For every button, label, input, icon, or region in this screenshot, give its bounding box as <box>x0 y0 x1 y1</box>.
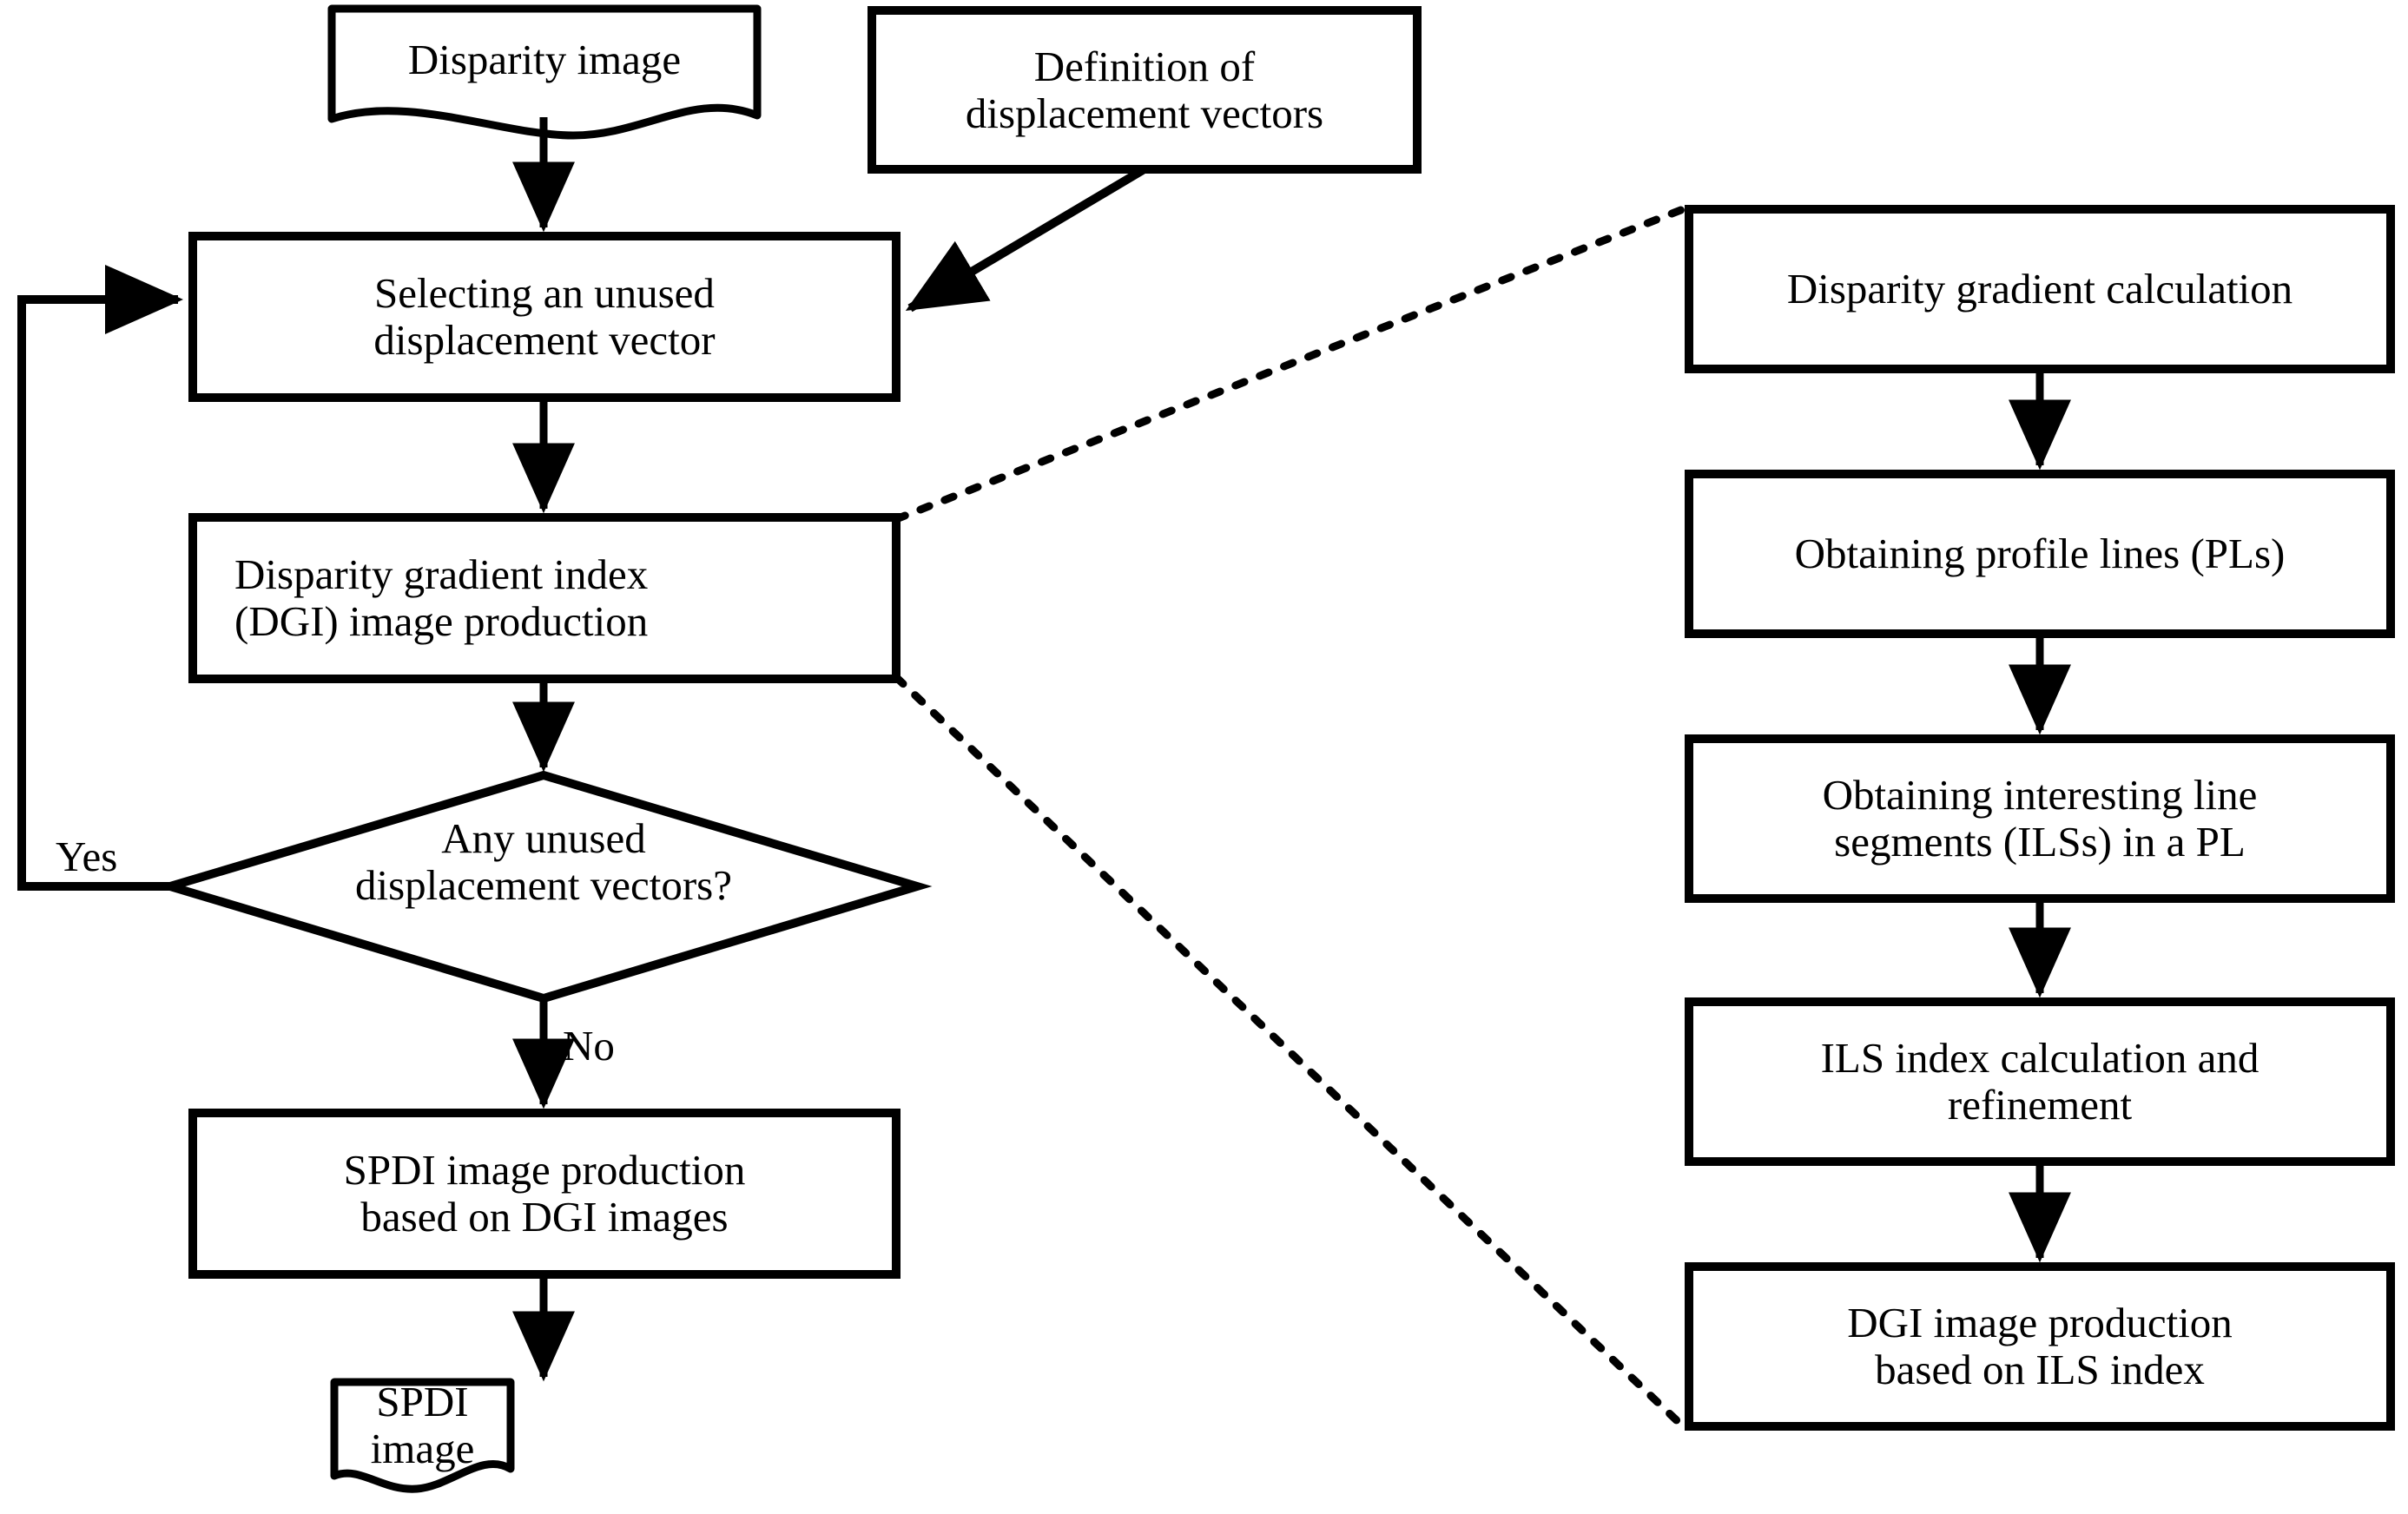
shape-ils-index-calculation-refinement[interactable] <box>1685 997 2395 1166</box>
label-any-unused-displacement-vectors: Any unused displacement vectors? <box>354 814 732 909</box>
shape-selecting-unused-displacement-vector[interactable] <box>188 232 901 402</box>
label-disparity-gradient-calculation: Disparity gradient calculation <box>1786 265 2293 313</box>
label-obtaining-interesting-line-segments: Obtaining interesting line segments (ILS… <box>1822 771 2258 866</box>
label-obtaining-profile-lines: Obtaining profile lines (PLs) <box>1794 530 2286 578</box>
yes-label: Yes <box>56 833 118 880</box>
shape-any-unused-displacement-vectors[interactable] <box>155 770 933 1004</box>
label-definition-displacement-vectors: Definition of displacement vectors <box>965 42 1324 137</box>
shape-spdi-image-production[interactable] <box>188 1109 901 1279</box>
shape-disparity-image[interactable] <box>327 4 762 140</box>
label-dgi-image-production: Disparity gradient index (DGI) image pro… <box>234 550 649 645</box>
label-disparity-image: Disparity image <box>407 36 682 84</box>
shape-definition-displacement-vectors[interactable] <box>868 6 1422 174</box>
label-spdi-image: SPDI image <box>370 1378 475 1472</box>
connector-definition-to-selecting <box>905 166 1145 313</box>
connector-decision-yes-loop-to-selecting <box>17 265 184 891</box>
label-dgi-image-production-ils: DGI image production based on ILS index <box>1847 1299 2233 1393</box>
connector-dgi-expansion-top <box>892 205 1687 523</box>
shape-dgi-image-production-ils[interactable] <box>1685 1262 2395 1431</box>
label-ils-index-calculation-refinement: ILS index calculation and refinement <box>1820 1034 2260 1129</box>
shape-disparity-gradient-calculation[interactable] <box>1685 205 2395 373</box>
connector-dgi-expansion-bottom <box>892 673 1687 1431</box>
label-spdi-image-production: SPDI image production based on DGI image… <box>343 1146 746 1241</box>
shape-dgi-image-production[interactable] <box>188 513 901 683</box>
no-label: No <box>563 1022 615 1070</box>
label-selecting-unused-displacement-vector: Selecting an unused displacement vector <box>373 269 716 364</box>
shape-spdi-image[interactable] <box>330 1378 515 1493</box>
shape-obtaining-interesting-line-segments[interactable] <box>1685 734 2395 903</box>
shape-obtaining-profile-lines[interactable] <box>1685 470 2395 638</box>
